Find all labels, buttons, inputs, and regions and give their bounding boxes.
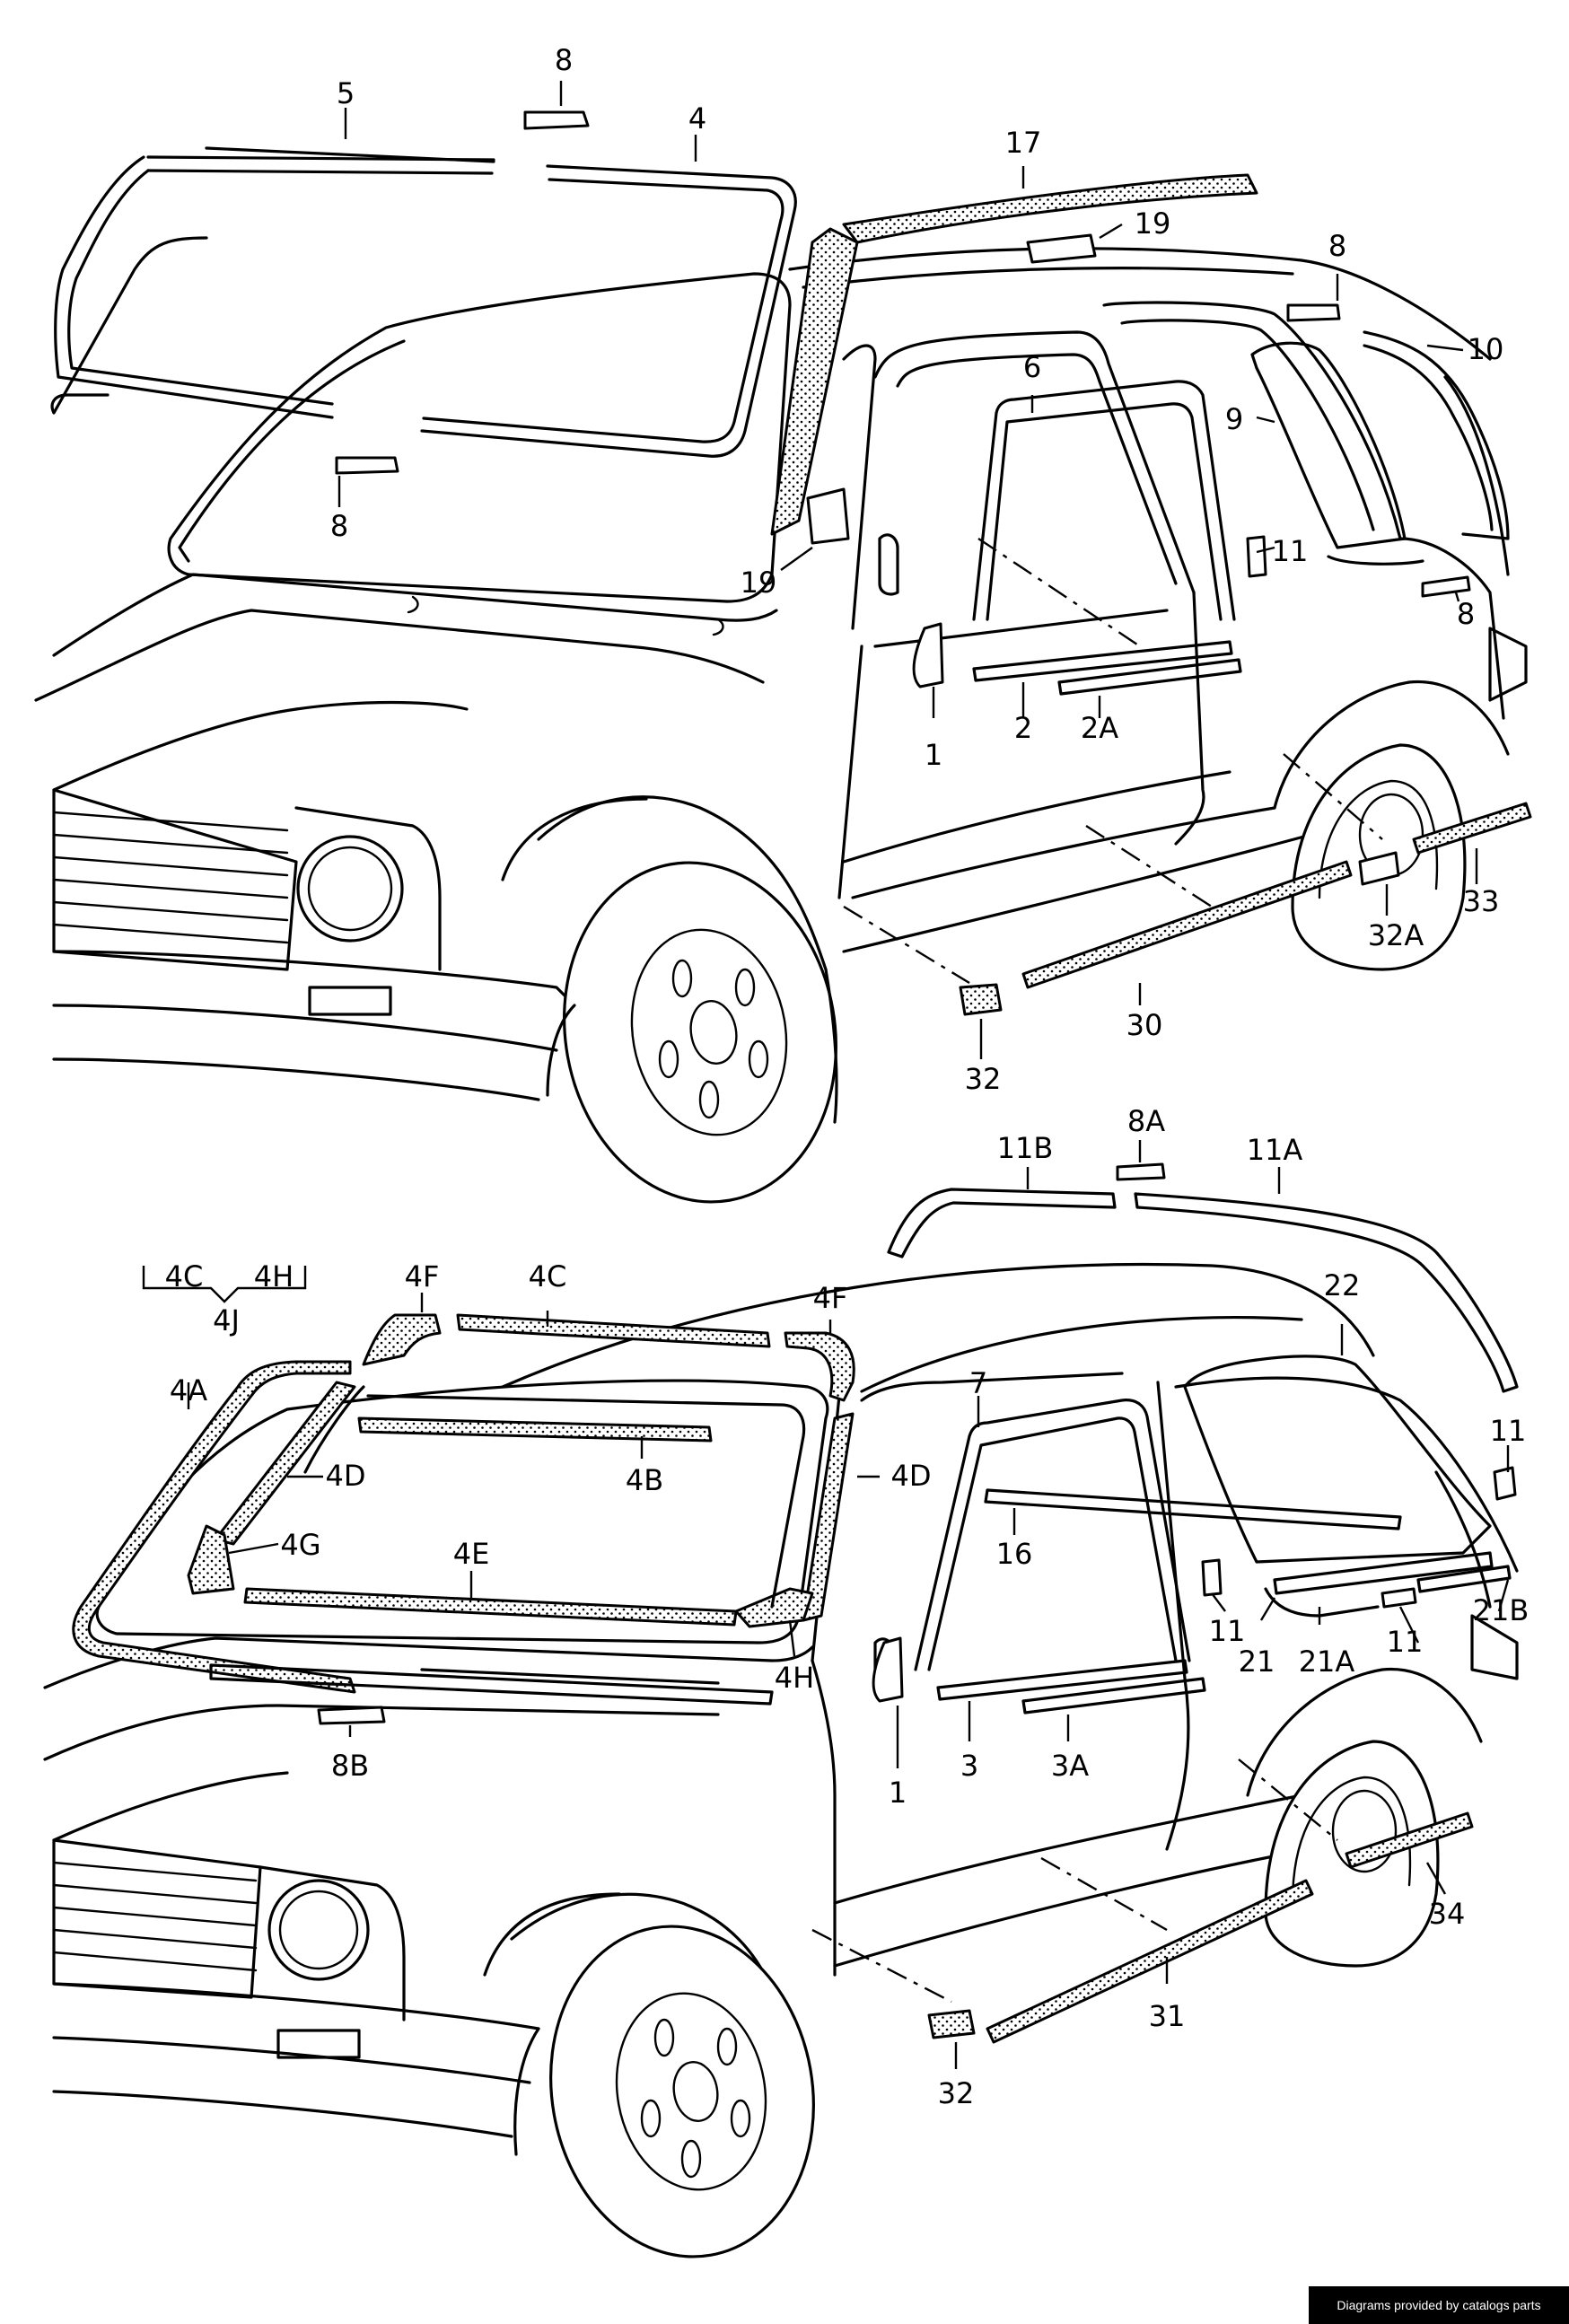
label-19: 19 <box>741 566 777 600</box>
bottom-callout-labels: 11B 8A 11A 4C 4H 4J 4F 4C 4F 22 4A 4D 7 … <box>165 1104 1530 2110</box>
label-32a: 32A <box>1368 918 1424 952</box>
label-11a: 11A <box>1247 1133 1303 1167</box>
label-32: 32 <box>938 2076 975 2110</box>
label-21a: 21A <box>1299 1644 1355 1679</box>
label-4c: 4C <box>165 1259 204 1294</box>
label-3: 3 <box>960 1749 978 1783</box>
label-22: 22 <box>1324 1268 1361 1302</box>
label-19: 19 <box>1135 206 1171 241</box>
label-4c: 4C <box>529 1259 567 1294</box>
label-11: 11 <box>1209 1614 1246 1648</box>
label-8a: 8A <box>1127 1104 1165 1138</box>
label-2a: 2A <box>1081 711 1118 745</box>
label-4e: 4E <box>453 1537 490 1571</box>
label-33: 33 <box>1463 884 1500 918</box>
label-3a: 3A <box>1051 1749 1089 1783</box>
label-4g: 4G <box>280 1528 320 1562</box>
label-8: 8 <box>1328 229 1346 263</box>
label-4f: 4F <box>813 1281 848 1315</box>
label-8: 8 <box>1457 597 1475 631</box>
label-17: 17 <box>1005 126 1042 160</box>
label-8b: 8B <box>331 1749 369 1783</box>
label-4h: 4H <box>775 1661 814 1695</box>
label-10: 10 <box>1468 332 1504 366</box>
label-1: 1 <box>889 1776 907 1810</box>
label-2: 2 <box>1014 711 1032 745</box>
label-6: 6 <box>1023 350 1041 384</box>
label-11: 11 <box>1272 534 1309 568</box>
label-4f: 4F <box>405 1259 440 1294</box>
label-11b: 11B <box>997 1131 1054 1165</box>
label-16: 16 <box>996 1537 1033 1571</box>
label-4j: 4J <box>213 1303 240 1337</box>
label-4a: 4A <box>170 1373 207 1408</box>
label-4d: 4D <box>326 1459 366 1493</box>
label-31: 31 <box>1149 1999 1186 2033</box>
label-21: 21 <box>1239 1644 1275 1679</box>
bottom-car-parts <box>72 1162 1519 2044</box>
credit-badge: Diagrams provided by catalogs parts <box>1309 2286 1569 2324</box>
top-callout-labels: 8 5 4 17 19 8 10 6 9 11 19 8 1 2 2A 33 3… <box>330 43 1504 1096</box>
label-4b: 4B <box>626 1463 663 1497</box>
label-9: 9 <box>1225 402 1243 436</box>
label-8: 8 <box>555 43 573 77</box>
label-5: 5 <box>337 76 355 110</box>
label-4d: 4D <box>891 1459 932 1493</box>
label-30: 30 <box>1126 1008 1163 1042</box>
bottom-leaders <box>142 1140 1510 2069</box>
label-1: 1 <box>925 738 942 772</box>
label-21b: 21B <box>1473 1593 1530 1627</box>
label-8: 8 <box>330 509 348 543</box>
label-34: 34 <box>1429 1897 1466 1931</box>
label-4h: 4H <box>254 1259 294 1294</box>
bottom-car-illustration <box>43 1262 1519 2258</box>
top-car-illustration <box>34 247 1528 1204</box>
label-7: 7 <box>969 1366 987 1400</box>
label-32: 32 <box>965 1062 1002 1096</box>
top-car-parts <box>50 110 1532 1016</box>
label-11: 11 <box>1490 1414 1527 1448</box>
top-leaders <box>337 81 1478 1059</box>
label-4: 4 <box>688 101 706 136</box>
label-11: 11 <box>1387 1625 1424 1659</box>
